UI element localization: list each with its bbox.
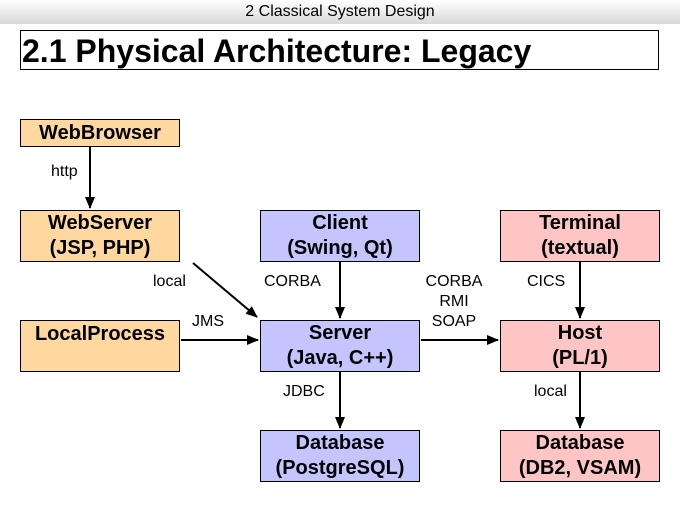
edge-label-local-web: local bbox=[153, 273, 186, 290]
node-host-tech: (PL/1) bbox=[552, 347, 608, 369]
node-localprocess: LocalProcess bbox=[20, 320, 180, 372]
node-host-label: Host bbox=[557, 322, 603, 344]
edge-label-corba: CORBA bbox=[425, 273, 483, 290]
edge-label-local-host: local bbox=[534, 383, 567, 400]
node-database-postgresql-tech: (PostgreSQL) bbox=[275, 457, 405, 479]
node-webserver-label: WebServer bbox=[47, 212, 153, 234]
node-database-db2-label: Database bbox=[535, 432, 625, 454]
node-webserver: WebServer (JSP, PHP) bbox=[20, 210, 180, 262]
node-database-postgresql-label: Database bbox=[295, 432, 385, 454]
edge-label-jdbc: JDBC bbox=[283, 383, 325, 400]
node-server: Server (Java, C++) bbox=[260, 320, 420, 372]
edge-label-soap: SOAP bbox=[431, 313, 477, 330]
node-server-tech: (Java, C++) bbox=[286, 347, 394, 369]
edge-label-server-host: CORBA RMI SOAP bbox=[414, 272, 494, 332]
node-terminal-tech: (textual) bbox=[541, 237, 619, 259]
node-client-label: Client bbox=[312, 212, 368, 234]
node-webserver-tech: (JSP, PHP) bbox=[49, 237, 151, 259]
slide-title-box: 2.1 Physical Architecture: Legacy bbox=[20, 30, 659, 70]
node-terminal-label: Terminal bbox=[539, 212, 621, 234]
node-localprocess-label: LocalProcess bbox=[34, 323, 166, 345]
node-webbrowser: WebBrowser bbox=[20, 119, 180, 147]
node-database-db2: Database (DB2, VSAM) bbox=[500, 430, 660, 482]
node-server-label: Server bbox=[308, 322, 372, 344]
node-client-tech: (Swing, Qt) bbox=[287, 237, 393, 259]
edge-label-http: http bbox=[51, 163, 78, 180]
node-webbrowser-label: WebBrowser bbox=[39, 122, 161, 144]
edge-label-rmi: RMI bbox=[439, 293, 469, 310]
slide-title: 2.1 Physical Architecture: Legacy bbox=[22, 33, 532, 69]
edge-label-corba-client: CORBA bbox=[264, 273, 321, 290]
node-terminal: Terminal (textual) bbox=[500, 210, 660, 262]
section-header: 2 Classical System Design bbox=[0, 0, 680, 24]
edge-label-jms: JMS bbox=[192, 313, 224, 330]
node-database-postgresql: Database (PostgreSQL) bbox=[260, 430, 420, 482]
arrow-local-webserver-server bbox=[192, 262, 258, 318]
node-database-db2-tech: (DB2, VSAM) bbox=[518, 457, 642, 479]
node-client: Client (Swing, Qt) bbox=[260, 210, 420, 262]
edge-label-cics: CICS bbox=[527, 273, 566, 290]
node-host: Host (PL/1) bbox=[500, 320, 660, 372]
